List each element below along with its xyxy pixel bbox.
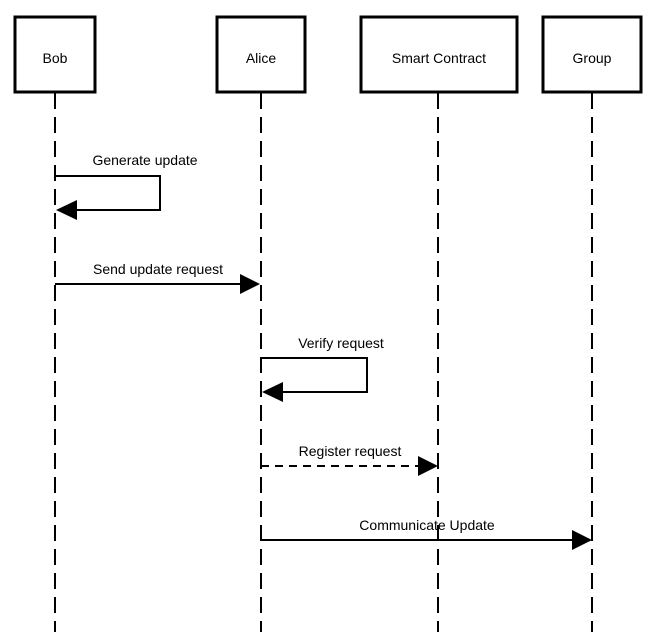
message-register-request: Register request [261, 443, 438, 476]
message-label-send-update-request: Send update request [93, 261, 223, 277]
arrow-head-icon [572, 530, 592, 550]
message-label-verify-request: Verify request [298, 335, 384, 351]
participant-label-smart-contract: Smart Contract [392, 50, 486, 66]
participant-label-alice: Alice [246, 50, 277, 66]
participant-alice: Alice [215, 15, 307, 94]
message-verify-request: Verify request [261, 335, 384, 402]
participant-box-group [541, 15, 643, 94]
message-line-verify-request [261, 357, 368, 393]
message-label-communicate-update: Communicate Update [359, 517, 495, 533]
message-label-register-request: Register request [299, 443, 402, 459]
message-line-generate-update [55, 175, 161, 211]
participant-box-bob [13, 15, 97, 94]
participant-smart-contract: Smart Contract [359, 15, 519, 94]
participant-box-alice [215, 15, 307, 94]
participant-label-group: Group [573, 50, 612, 66]
message-communicate-update: Communicate Update [261, 517, 592, 550]
participant-group: Group [541, 15, 643, 94]
message-generate-update: Generate update [55, 152, 198, 220]
message-send-update-request: Send update request [55, 261, 260, 294]
arrow-head-icon [240, 274, 260, 294]
participant-bob: Bob [13, 15, 97, 94]
arrow-head-icon [262, 382, 283, 402]
arrow-head-icon [418, 456, 438, 476]
participant-box-smart-contract [359, 15, 519, 94]
participant-label-bob: Bob [43, 50, 68, 66]
arrow-head-icon [56, 200, 77, 220]
message-label-generate-update: Generate update [92, 152, 197, 168]
